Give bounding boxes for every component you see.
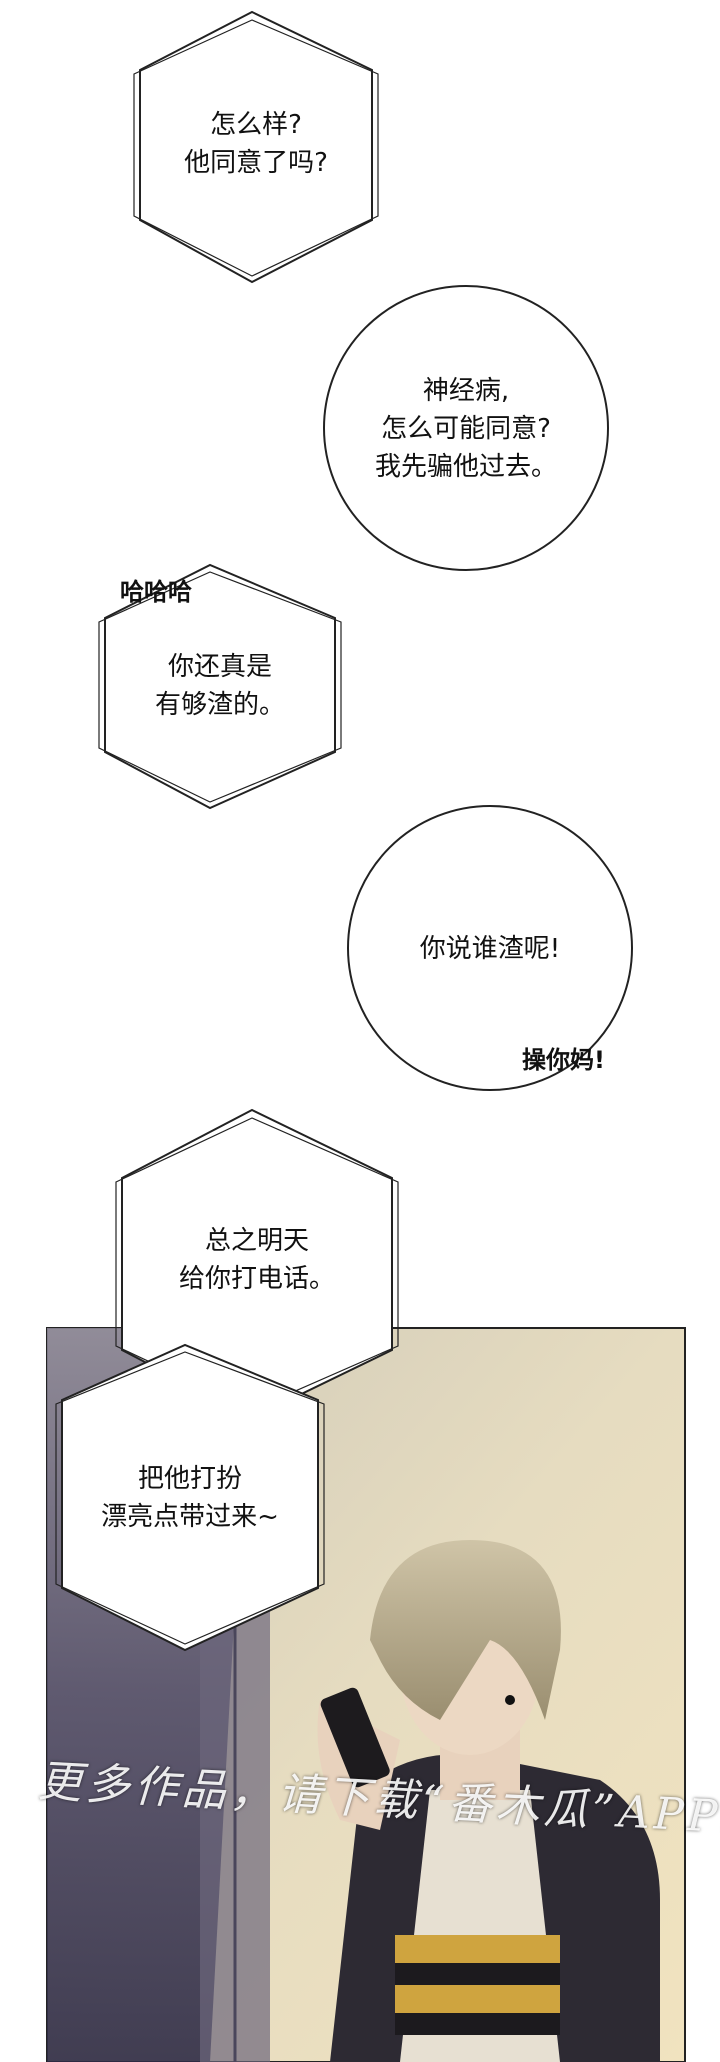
shirt-stripe bbox=[395, 1935, 560, 1963]
hexagon-bubble-5 bbox=[115, 1108, 399, 1420]
sfx-laugh: 哈哈哈 bbox=[120, 578, 192, 606]
hair bbox=[370, 1540, 561, 1720]
phone bbox=[320, 1687, 390, 1788]
bubble-3-text: 你还真是 有够渣的。 bbox=[154, 652, 285, 720]
round-bubble-4 bbox=[347, 805, 633, 1091]
sfx-curse: 操你妈! bbox=[522, 1046, 605, 1074]
bubble-5-text: 总之明天 给你打电话。 bbox=[178, 1226, 335, 1294]
bubble-6-text: 把他打扮 漂亮点带过来~ bbox=[101, 1464, 279, 1532]
hexagon-bubble-6 bbox=[55, 1343, 325, 1652]
character-figure bbox=[317, 1540, 660, 2062]
hexagon-bubble-3 bbox=[98, 563, 342, 810]
bubble-1-text: 怎么样? 他同意了吗? bbox=[184, 110, 328, 178]
hexagon-bubble-1 bbox=[133, 10, 379, 284]
bubble-4-text: 你说谁渣呢! bbox=[419, 934, 561, 964]
bubble-2-text: 神经病, 怎么可能同意? 我先骗他过去。 bbox=[374, 376, 557, 482]
earring bbox=[505, 1695, 515, 1705]
round-bubble-2 bbox=[323, 285, 609, 571]
